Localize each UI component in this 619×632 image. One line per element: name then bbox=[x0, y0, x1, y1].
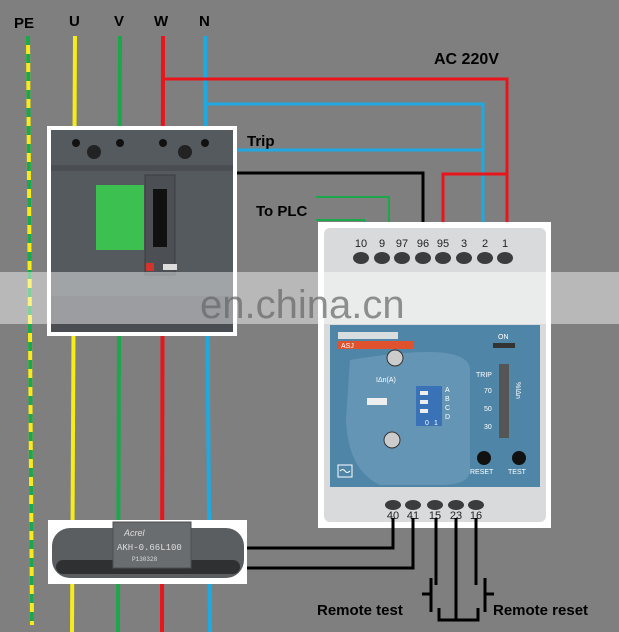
plc-label: To PLC bbox=[256, 203, 308, 220]
terminal-screw[interactable] bbox=[415, 252, 431, 264]
dip-0: 0 bbox=[425, 420, 429, 427]
scale-50: 50 bbox=[484, 406, 492, 413]
delay-dial[interactable] bbox=[383, 431, 401, 449]
terminal-screw[interactable] bbox=[456, 252, 472, 264]
dial-label: IΔn(A) bbox=[376, 377, 396, 384]
top-terminal-label: 9 bbox=[379, 238, 385, 250]
breaker-label-plate bbox=[96, 185, 144, 250]
reset-label: RESET bbox=[470, 469, 494, 476]
top-terminal-label: 10 bbox=[355, 238, 367, 250]
dip-b: B bbox=[445, 396, 450, 403]
relay-model: ASJ bbox=[341, 343, 354, 350]
relay-cover bbox=[346, 352, 470, 485]
terminal-screw[interactable] bbox=[385, 500, 401, 510]
leakage-bar bbox=[499, 364, 509, 438]
top-terminal-label: 1 bbox=[502, 238, 508, 250]
terminal-screw[interactable] bbox=[394, 252, 410, 264]
trip-label: Trip bbox=[247, 133, 275, 150]
remote-test-switch bbox=[422, 578, 480, 622]
dip-1: 1 bbox=[434, 420, 438, 427]
bottom-terminal-label: 41 bbox=[407, 510, 419, 522]
test-button[interactable] bbox=[512, 451, 526, 465]
supply-wire-red bbox=[163, 77, 509, 253]
trip-scale-label: TRIP bbox=[476, 372, 492, 379]
top-terminal-label: 97 bbox=[396, 238, 408, 250]
scale-70: 70 bbox=[484, 388, 492, 395]
scale-30: 30 bbox=[484, 424, 492, 431]
on-led bbox=[493, 343, 515, 348]
top-terminal-label: 95 bbox=[437, 238, 449, 250]
circuit-breaker bbox=[47, 126, 237, 336]
current-transformer: Acrel AKH-0.66L100 P130328 bbox=[48, 520, 247, 584]
bottom-terminals: 40 41 15 23 16 bbox=[385, 500, 484, 522]
bottom-terminal-label: 16 bbox=[470, 510, 482, 522]
label-pe: PE bbox=[14, 15, 34, 32]
on-label: ON bbox=[498, 334, 509, 341]
dip-a: A bbox=[445, 387, 450, 394]
bottom-terminal-label: 23 bbox=[450, 510, 462, 522]
terminal-screw[interactable] bbox=[448, 500, 464, 510]
scale-unit: %IΔn bbox=[514, 382, 521, 399]
top-terminal-label: 96 bbox=[417, 238, 429, 250]
remote-test-label: Remote test bbox=[317, 602, 403, 619]
terminal-screw[interactable] bbox=[405, 500, 421, 510]
supply-wire-blue bbox=[205, 102, 485, 253]
label-u: U bbox=[69, 13, 80, 30]
supply-label: AC 220V bbox=[434, 51, 499, 68]
test-label: TEST bbox=[508, 469, 527, 476]
top-terminal-label: 2 bbox=[482, 238, 488, 250]
top-terminals: 10 9 97 96 95 3 2 1 bbox=[353, 238, 513, 264]
label-n: N bbox=[199, 13, 210, 30]
ct-brand: Acrel bbox=[123, 528, 146, 538]
pe-wire bbox=[26, 35, 34, 626]
label-w: W bbox=[154, 13, 169, 30]
terminal-screw[interactable] bbox=[374, 252, 390, 264]
reset-button[interactable] bbox=[477, 451, 491, 465]
top-terminal-label: 3 bbox=[461, 238, 467, 250]
terminal-screw[interactable] bbox=[497, 252, 513, 264]
logo-icon bbox=[337, 464, 353, 478]
watermark: en.china.cn bbox=[200, 283, 405, 327]
ct-wire-40 bbox=[247, 518, 395, 550]
bottom-terminal-label: 40 bbox=[387, 510, 399, 522]
bottom-terminal-label: 15 bbox=[429, 510, 441, 522]
label-v: V bbox=[114, 13, 124, 30]
terminal-screw[interactable] bbox=[427, 500, 443, 510]
dip-d: D bbox=[445, 414, 450, 421]
ct-wire-41 bbox=[247, 518, 415, 570]
ct-serial: P130328 bbox=[132, 556, 158, 563]
sensitivity-dial[interactable] bbox=[386, 349, 404, 367]
remote-reset-switch bbox=[483, 578, 494, 612]
remote-reset-label: Remote reset bbox=[493, 602, 588, 619]
dip-c: C bbox=[445, 405, 450, 412]
terminal-screw[interactable] bbox=[477, 252, 493, 264]
ct-model: AKH-0.66L100 bbox=[117, 543, 182, 553]
dip-switch[interactable] bbox=[416, 386, 442, 426]
terminal-screw[interactable] bbox=[468, 500, 484, 510]
terminal-screw[interactable] bbox=[353, 252, 369, 264]
watermark-band bbox=[0, 272, 619, 324]
breaker-toggle bbox=[153, 189, 167, 247]
residual-current-relay: ASJ IΔn(A) A B C D 0 1 ON TRIP 70 50 30 … bbox=[318, 222, 551, 528]
terminal-screw[interactable] bbox=[435, 252, 451, 264]
